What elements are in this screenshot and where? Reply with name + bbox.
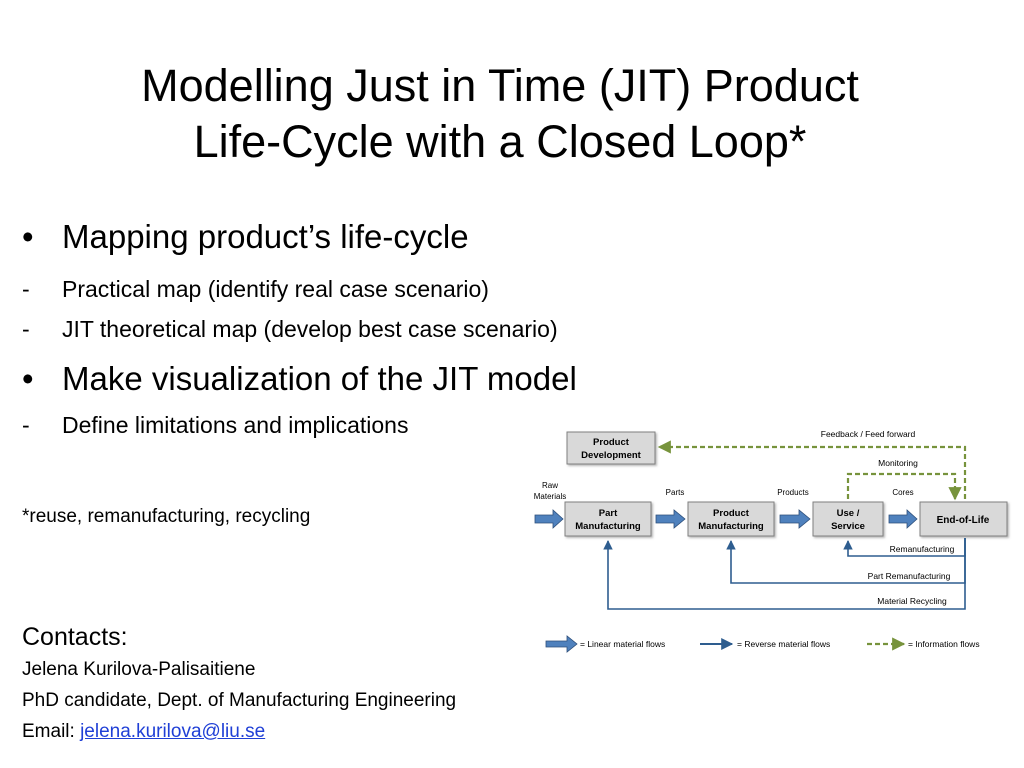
box-label: Use /	[837, 508, 860, 519]
title-line-1: Modelling Just in Time (JIT) Product	[141, 60, 859, 111]
monitoring-flow	[846, 472, 962, 501]
box-label: End-of-Life	[937, 515, 990, 526]
box-use-service: Use / Service	[812, 501, 884, 537]
footnote: *reuse, remanufacturing, recycling	[22, 506, 311, 527]
feedback-flow	[657, 440, 967, 499]
box-product-manufacturing: Product Manufacturing	[687, 501, 775, 537]
box-product-development: Product Development	[566, 431, 656, 465]
box-label: Development	[581, 450, 641, 461]
legend: = Linear material flows = Reverse materi…	[545, 635, 980, 653]
contacts-block: Contacts: Jelena Kurilova-Palisaitiene P…	[22, 620, 622, 747]
bullet-text: Mapping product’s life-cycle	[62, 218, 469, 255]
legend-information-label: = Information flows	[908, 639, 980, 649]
contact-email-line: Email: jelena.kurilova@liu.se	[22, 716, 622, 747]
box-label: Manufacturing	[698, 521, 764, 532]
label-materials: Materials	[534, 492, 566, 501]
arrow-use-to-eol	[888, 509, 918, 529]
legend-linear-arrow	[545, 635, 578, 653]
box-end-of-life: End-of-Life	[919, 501, 1008, 537]
linear-flow-arrows	[534, 509, 918, 529]
bullet-text: Make visualization of the JIT model	[62, 360, 577, 397]
contacts-heading: Contacts:	[22, 623, 128, 651]
label-monitoring: Monitoring	[878, 458, 918, 468]
box-label: Part	[599, 508, 618, 519]
bullet-marker: •	[22, 218, 34, 255]
label-raw: Raw	[542, 481, 558, 490]
box-label: Product	[713, 508, 750, 519]
contact-name: Jelena Kurilova-Palisaitiene	[22, 659, 256, 680]
arrow-part-to-product	[655, 509, 686, 529]
contact-role: PhD candidate, Dept. of Manufacturing En…	[22, 690, 457, 711]
arrow-raw-to-part	[534, 509, 564, 529]
arrow-product-to-use	[779, 509, 811, 529]
label-products: Products	[777, 488, 809, 497]
email-link[interactable]: jelena.kurilova@liu.se	[80, 721, 266, 742]
box-label: Product	[593, 437, 630, 448]
slide-title: Modelling Just in Time (JIT) Product Lif…	[0, 58, 1000, 170]
label-material-recycling: Material Recycling	[877, 596, 947, 606]
legend-reverse-label: = Reverse material flows	[737, 639, 830, 649]
label-part-remanufacturing: Part Remanufacturing	[868, 571, 951, 581]
box-part-manufacturing: Part Manufacturing	[564, 501, 652, 537]
box-label: Manufacturing	[575, 521, 641, 532]
label-feedback: Feedback / Feed forward	[821, 429, 916, 439]
material-recycling-flow	[603, 538, 966, 610]
reverse-flows	[603, 538, 966, 610]
sub-bullet-marker: -	[22, 276, 30, 302]
sub-bullet-text: Define limitations and implications	[62, 412, 409, 438]
sub-bullet-marker: -	[22, 316, 30, 342]
sub-bullet-text: Practical map (identify real case scenar…	[62, 276, 489, 302]
title-line-2: Life-Cycle with a Closed Loop*	[193, 116, 807, 167]
information-flows	[657, 440, 967, 501]
box-label: Service	[831, 521, 865, 532]
sub-bullet-marker: -	[22, 412, 30, 438]
email-label: Email:	[22, 721, 81, 742]
bullet-marker: •	[22, 360, 34, 397]
legend-linear-label: = Linear material flows	[580, 639, 665, 649]
label-parts: Parts	[666, 488, 685, 497]
label-cores: Cores	[892, 488, 913, 497]
jit-lifecycle-diagram: Product Development Part Manufacturing P…	[534, 429, 1008, 653]
sub-bullet-text: JIT theoretical map (develop best case s…	[62, 316, 558, 342]
label-remanufacturing: Remanufacturing	[890, 544, 955, 554]
